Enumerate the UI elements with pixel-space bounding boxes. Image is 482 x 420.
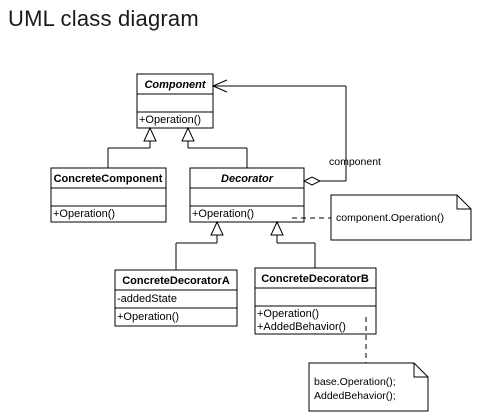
note-decorator-text: component.Operation() (336, 212, 444, 224)
note-b-line-1: base.Operation(); (314, 376, 396, 388)
concrete-decorator-a-operation: +Operation() (117, 311, 179, 323)
association-label: component (329, 156, 381, 168)
generalization-to-component (107, 126, 248, 168)
page-title: UML class diagram (8, 6, 199, 31)
class-decorator (189, 167, 305, 223)
generalization-a-to-decorator (175, 220, 224, 270)
concrete-decorator-b-operation: +Operation() (257, 308, 319, 320)
class-concrete-decorator-a (114, 269, 238, 327)
concrete-decorator-b-name: ConcreteDecoratorB (261, 273, 369, 285)
generalization-b-to-decorator (270, 220, 316, 268)
concrete-component-operation: +Operation() (53, 208, 115, 220)
aggregation-component (211, 79, 347, 186)
note-b-line-2: AddedBehavior(); (314, 390, 396, 402)
concrete-decorator-a-name: ConcreteDecoratorA (122, 275, 230, 287)
concrete-decorator-a-attribute: -addedState (117, 293, 177, 305)
concrete-component-name: ConcreteComponent (54, 173, 163, 185)
decorator-name: Decorator (221, 173, 274, 185)
concrete-decorator-b-added-behavior: +AddedBehavior() (257, 321, 346, 333)
note-concrete-decorator-b (308, 317, 429, 412)
component-name: Component (144, 79, 206, 91)
note-decorator (292, 194, 472, 241)
class-concrete-decorator-b (254, 267, 377, 335)
class-component (136, 73, 214, 129)
decorator-operation: +Operation() (192, 208, 254, 220)
component-operation: +Operation() (139, 114, 201, 126)
class-concrete-component (50, 167, 167, 223)
